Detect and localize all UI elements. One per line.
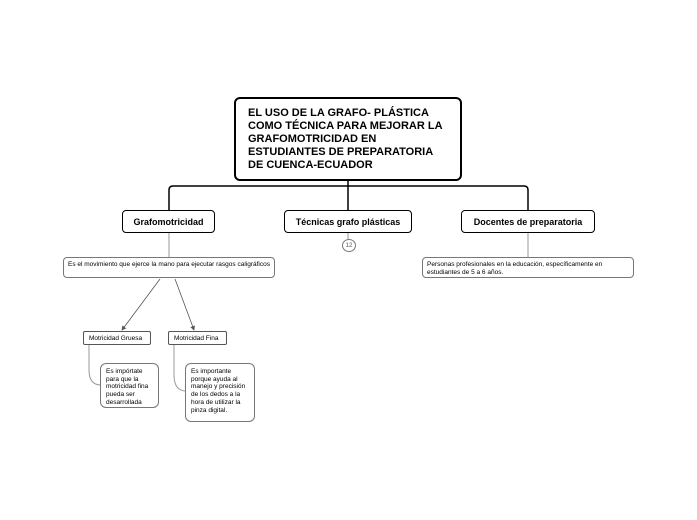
motricidad-gruesa-note-text: Es impórtate para que la motricidad fina… — [106, 368, 149, 406]
motricidad-gruesa-label: Motricidad Gruesa — [89, 334, 143, 342]
grafomotricidad-description[interactable]: Es el movimiento que ejerce la mano para… — [63, 257, 275, 278]
branch-grafomotricidad-label: Grafomotricidad — [133, 216, 204, 227]
motricidad-fina-note-text: Es importante porque ayuda al manejo y p… — [191, 368, 246, 414]
collapsed-children-count-badge[interactable]: 12 — [342, 239, 356, 252]
branch-tecnicas-grafo-plasticas[interactable]: Técnicas grafo plásticas — [284, 210, 412, 233]
grafomotricidad-description-text: Es el movimiento que ejerce la mano para… — [68, 261, 270, 268]
docentes-description[interactable]: Personas profesionales en la educación, … — [422, 257, 634, 278]
branch-grafomotricidad[interactable]: Grafomotricidad — [122, 210, 215, 233]
central-topic[interactable]: EL USO DE LA GRAFO- PLÁSTICA COMO TÉCNIC… — [234, 97, 462, 181]
branch-docentes-de-preparatoria[interactable]: Docentes de preparatoria — [461, 210, 595, 233]
branch-docentes-label: Docentes de preparatoria — [473, 216, 583, 227]
branch-tecnicas-label: Técnicas grafo plásticas — [295, 216, 401, 227]
collapsed-children-count: 12 — [345, 242, 353, 249]
motricidad-gruesa-node[interactable]: Motricidad Gruesa — [83, 331, 151, 345]
central-topic-label: EL USO DE LA GRAFO- PLÁSTICA COMO TÉCNIC… — [248, 107, 443, 171]
motricidad-fina-node[interactable]: Motricidad Fina — [168, 331, 227, 345]
motricidad-gruesa-note[interactable]: Es impórtate para que la motricidad fina… — [100, 363, 159, 408]
motricidad-fina-label: Motricidad Fina — [174, 334, 219, 342]
motricidad-fina-note[interactable]: Es importante porque ayuda al manejo y p… — [185, 363, 255, 422]
docentes-description-text: Personas profesionales en la educación, … — [427, 261, 603, 276]
